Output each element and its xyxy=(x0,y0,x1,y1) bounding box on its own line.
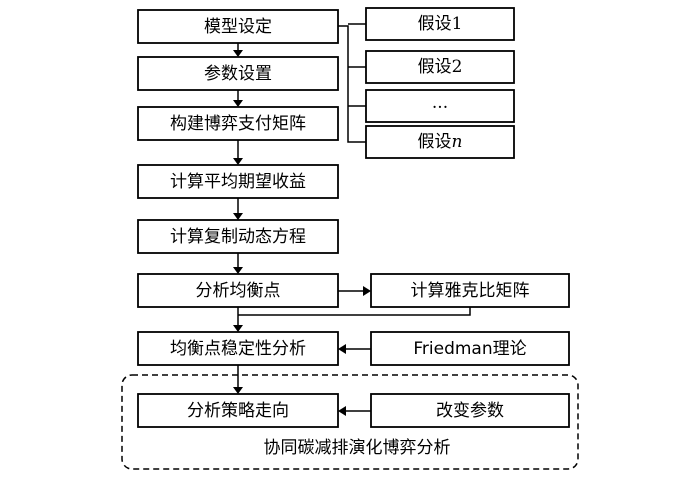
box-jacobian-label: 计算雅克比矩阵 xyxy=(411,281,530,301)
box-assumption-ellipsis-label: ... xyxy=(432,93,448,113)
box-replicator-equation-label: 计算复制动态方程 xyxy=(170,227,306,247)
box-param-setting: 参数设置 xyxy=(137,56,339,91)
box-stability-analysis: 均衡点稳定性分析 xyxy=(137,331,339,366)
box-assumption-ellipsis: ... xyxy=(365,89,515,123)
box-assumption-n-label: 假设n xyxy=(418,132,463,152)
box-assumption-1-label: 假设1 xyxy=(418,14,463,34)
box-strategy-trend-label: 分析策略走向 xyxy=(187,401,289,421)
arrow-to-jacobian xyxy=(338,286,371,296)
box-strategy-trend: 分析策略走向 xyxy=(137,393,339,428)
assumption-connector xyxy=(338,23,366,143)
box-assumption-2-label: 假设2 xyxy=(418,57,463,77)
box-build-matrix: 构建博弈支付矩阵 xyxy=(137,106,339,141)
arrow-from-change-params xyxy=(338,406,371,416)
box-assumption-2: 假设2 xyxy=(365,50,515,84)
box-jacobian: 计算雅克比矩阵 xyxy=(370,273,570,308)
box-stability-analysis-label: 均衡点稳定性分析 xyxy=(170,339,306,359)
box-replicator-equation: 计算复制动态方程 xyxy=(137,219,339,254)
box-equilibrium-analysis-label: 分析均衡点 xyxy=(196,281,281,301)
jacobian-feedback-line xyxy=(238,307,471,316)
box-change-params-label: 改变参数 xyxy=(436,401,504,421)
assumption-n-variable: n xyxy=(452,132,463,152)
box-equilibrium-analysis: 分析均衡点 xyxy=(137,273,339,308)
box-assumption-n: 假设n xyxy=(365,125,515,159)
box-model-setup-label: 模型设定 xyxy=(204,17,272,37)
box-assumption-1: 假设1 xyxy=(365,7,515,41)
box-param-setting-label: 参数设置 xyxy=(204,64,272,84)
box-change-params: 改变参数 xyxy=(370,393,570,428)
box-friedman-label: Friedman理论 xyxy=(413,339,526,359)
box-expected-payoff: 计算平均期望收益 xyxy=(137,164,339,199)
arrow-from-friedman xyxy=(338,344,371,354)
box-expected-payoff-label: 计算平均期望收益 xyxy=(170,172,306,192)
group-label: 协同碳减排演化博弈分析 xyxy=(264,438,451,458)
main-flow-arrows xyxy=(233,43,243,394)
box-build-matrix-label: 构建博弈支付矩阵 xyxy=(170,114,306,134)
box-friedman: Friedman理论 xyxy=(370,331,570,366)
box-model-setup: 模型设定 xyxy=(137,9,339,44)
assumption-n-prefix: 假设 xyxy=(418,132,452,152)
